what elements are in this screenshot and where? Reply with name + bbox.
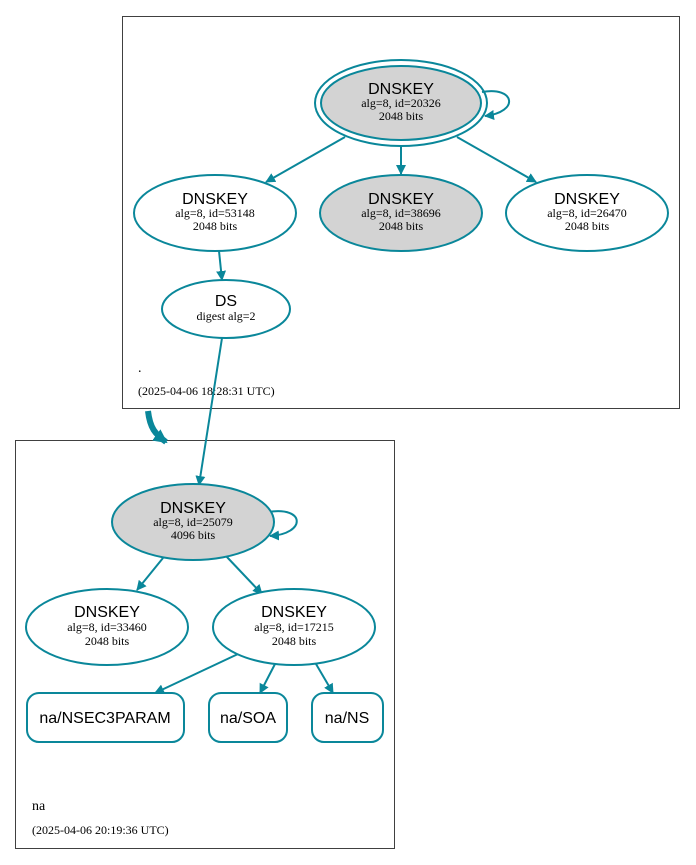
edge-na-ksk-to-17215 [225,555,263,595]
edge-root-ksk-to-53148 [265,136,346,183]
node-dnskey-25079: DNSKEY alg=8, id=25079 4096 bits [111,483,275,561]
node-ds: DS digest alg=2 [161,279,291,339]
edge-delegation [145,410,168,445]
node-title: DNSKEY [182,191,248,208]
edge-53148-to-ds [216,250,227,281]
node-title: DNSKEY [261,604,327,621]
node-title: DNSKEY [368,81,434,98]
node-alg: alg=8, id=20326 [361,96,441,110]
node-alg: alg=8, id=33460 [67,620,147,634]
node-bits: 4096 bits [171,528,216,542]
edge-17215-to-ns [315,663,334,694]
edge-ds-to-na-ksk [195,337,223,486]
edge-na-ksk-to-33460 [136,557,164,591]
node-bits: 2048 bits [193,219,238,233]
node-bits: 2048 bits [272,634,317,648]
node-bits: 2048 bits [379,219,424,233]
edge-17215-to-soa [259,663,276,694]
node-dnskey-26470: DNSKEY alg=8, id=26470 2048 bits [505,174,669,252]
node-alg: alg=8, id=17215 [254,620,334,634]
zone-root-label: . [138,361,142,376]
node-dnskey-33460: DNSKEY alg=8, id=33460 2048 bits [25,588,189,666]
rrset-label: na/NSEC3PARAM [39,710,170,727]
node-dnskey-38696: DNSKEY alg=8, id=38696 2048 bits [319,174,483,252]
zone-na-label: na [32,799,46,814]
edge-17215-to-nsec3param [154,653,239,694]
node-title: DNSKEY [160,500,226,517]
node-bits: 2048 bits [85,634,130,648]
node-digest: digest alg=2 [196,309,255,323]
zone-na-timestamp: (2025-04-06 20:19:36 UTC) [32,823,169,837]
node-bits: 2048 bits [565,219,610,233]
node-alg: alg=8, id=38696 [361,206,441,220]
node-alg: alg=8, id=53148 [175,206,255,220]
node-title: DS [215,293,237,310]
zone-root-timestamp: (2025-04-06 18:28:31 UTC) [138,384,275,398]
edge-root-ksk-self [481,90,510,120]
node-dnskey-root-ksk: DNSKEY alg=8, id=20326 2048 bits [314,59,488,147]
rrset-label: na/SOA [220,710,276,727]
node-alg: alg=8, id=26470 [547,206,627,220]
node-dnskey-53148: DNSKEY alg=8, id=53148 2048 bits [133,174,297,252]
node-dnskey-17215: DNSKEY alg=8, id=17215 2048 bits [212,588,376,666]
node-title: DNSKEY [368,191,434,208]
rrset-soa: na/SOA [208,692,288,743]
rrset-label: na/NS [325,710,369,727]
rrset-ns: na/NS [311,692,384,743]
node-title: DNSKEY [74,604,140,621]
zone-root-box [122,16,680,409]
edge-root-ksk-to-26470 [456,136,537,183]
node-title: DNSKEY [554,191,620,208]
node-alg: alg=8, id=25079 [153,515,233,529]
edge-na-ksk-self [267,510,298,541]
rrset-nsec3param: na/NSEC3PARAM [26,692,185,743]
node-bits: 2048 bits [379,109,424,123]
